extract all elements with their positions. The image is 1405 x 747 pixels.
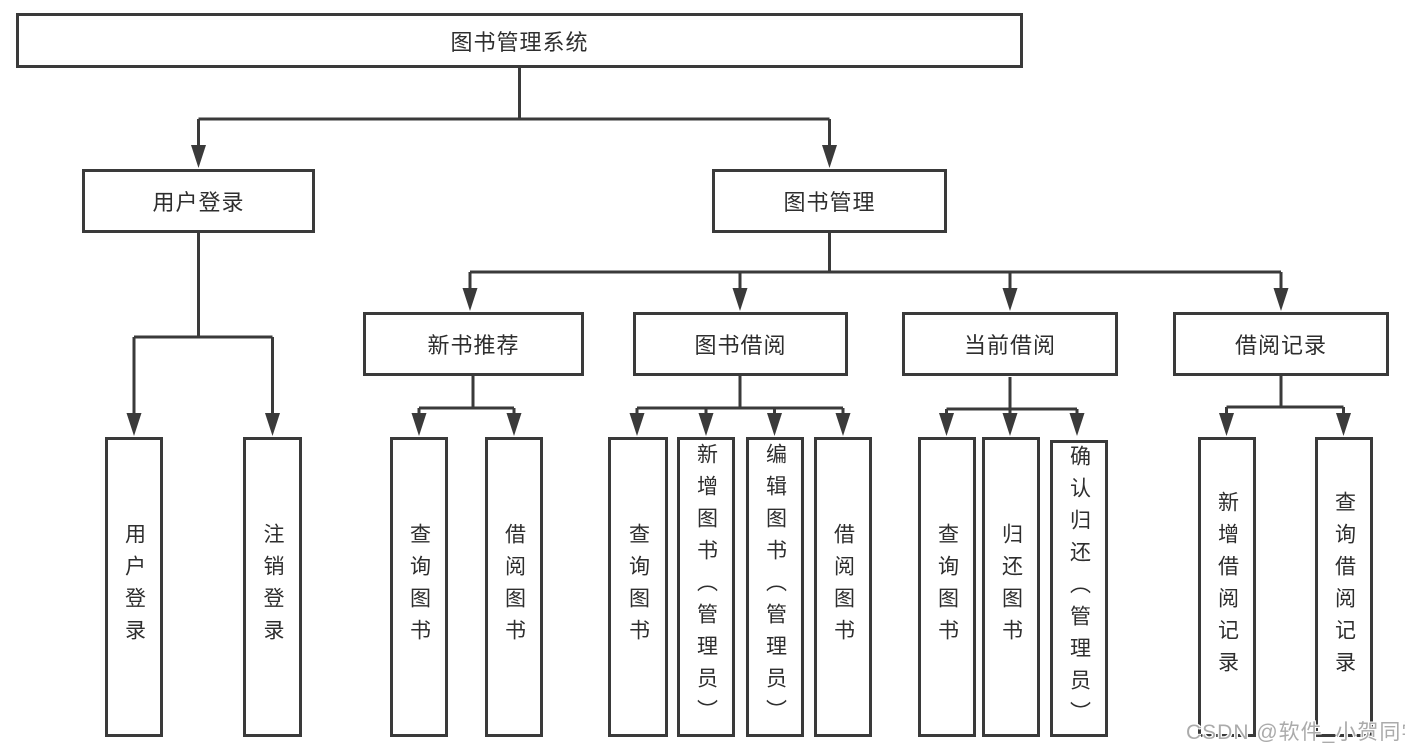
leaf-label: 新增图书（管理员） bbox=[694, 443, 718, 731]
node-label: 图书管理系统 bbox=[450, 29, 589, 55]
leaf-label: 查询借阅记录 bbox=[1332, 491, 1356, 683]
leaf-query-borrow-record: 查询借阅记录 bbox=[1315, 437, 1373, 737]
node-new-book-recommend: 新书推荐 bbox=[363, 312, 584, 376]
leaf-label: 查询图书 bbox=[407, 523, 431, 651]
node-borrow-records: 借阅记录 bbox=[1173, 312, 1389, 376]
leaf-borrow-books-recommend: 借阅图书 bbox=[485, 437, 543, 737]
node-current-borrow: 当前借阅 bbox=[902, 312, 1118, 376]
node-user-login: 用户登录 bbox=[82, 169, 315, 233]
leaf-label: 注销登录 bbox=[261, 523, 284, 651]
leaf-add-borrow-record: 新增借阅记录 bbox=[1198, 437, 1256, 737]
leaf-borrow-books: 借阅图书 bbox=[814, 437, 872, 737]
leaf-label: 借阅图书 bbox=[831, 523, 855, 651]
node-book-borrow: 图书借阅 bbox=[633, 312, 848, 376]
leaf-user-login: 用户登录 bbox=[105, 437, 163, 737]
leaf-label: 借阅图书 bbox=[502, 523, 526, 651]
node-label: 用户登录 bbox=[152, 190, 245, 215]
leaf-label: 归还图书 bbox=[999, 523, 1023, 651]
node-label: 当前借阅 bbox=[963, 333, 1056, 358]
node-label: 图书借阅 bbox=[694, 333, 787, 358]
watermark: CSDN @软件_小贺同学 bbox=[1186, 721, 1405, 744]
leaf-return-books: 归还图书 bbox=[982, 437, 1040, 737]
leaf-label: 新增借阅记录 bbox=[1215, 491, 1239, 683]
leaf-edit-books-admin: 编辑图书（管理员） bbox=[746, 437, 804, 737]
leaf-add-books-admin: 新增图书（管理员） bbox=[677, 437, 735, 737]
node-label: 图书管理 bbox=[783, 190, 876, 215]
leaf-label: 用户登录 bbox=[122, 523, 146, 651]
leaf-query-books-borrow: 查询图书 bbox=[608, 437, 668, 737]
leaf-logout: 注销登录 bbox=[243, 437, 302, 737]
leaf-confirm-return-admin: 确认归还（管理员） bbox=[1050, 440, 1108, 737]
leaf-label: 确认归还（管理员） bbox=[1067, 444, 1091, 733]
node-label: 新书推荐 bbox=[427, 333, 520, 358]
leaf-query-books-current: 查询图书 bbox=[918, 437, 976, 737]
leaf-label: 查询图书 bbox=[626, 523, 650, 651]
node-book-management-system: 图书管理系统 bbox=[16, 13, 1023, 68]
node-label: 借阅记录 bbox=[1234, 333, 1327, 358]
node-book-management: 图书管理 bbox=[712, 169, 947, 233]
leaf-label: 查询图书 bbox=[935, 523, 959, 651]
leaf-query-books-recommend: 查询图书 bbox=[390, 437, 448, 737]
leaf-label: 编辑图书（管理员） bbox=[763, 443, 787, 731]
